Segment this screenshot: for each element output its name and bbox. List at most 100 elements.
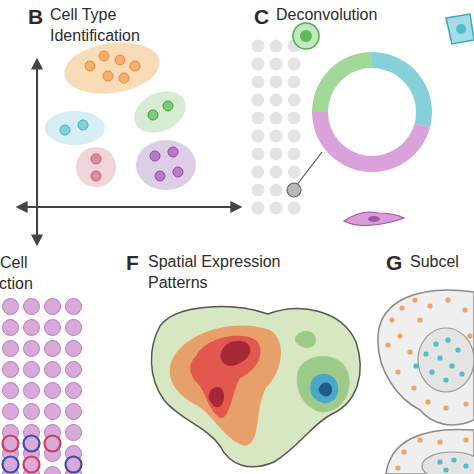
donut-segment [312,52,372,112]
panel-title: Deconvolution [276,4,426,25]
selected-spot [287,183,301,197]
expression-contour [295,331,316,348]
expression-contour [170,325,281,446]
transcript-dot [443,467,448,472]
panel-title: Spatial Expression Patterns [148,251,308,293]
cell-nucleus [456,24,466,34]
transcript-dot [445,337,450,342]
transcript-dot [443,377,448,382]
cell-point [130,61,140,71]
transcript-dot [459,371,464,376]
transcript-dots [413,337,468,472]
transcript-dot [425,399,430,404]
transcript-dot [399,305,404,310]
cell-points [85,51,140,83]
expression-contour [297,356,350,412]
transcript-dot [427,303,432,308]
highlighted-spot [24,457,40,473]
transcript-dot [462,307,467,312]
highlighted-spot [3,436,19,452]
expression-contour [310,374,338,403]
tissue-map [151,307,360,467]
cell-point [91,171,101,181]
cell-point [78,120,88,130]
transcript-dots [385,297,472,470]
spot-grid [0,296,84,474]
expression-contour [190,336,260,418]
cluster-ellipse [76,147,116,187]
highlighted-spot [45,436,61,452]
cell-point [150,151,160,161]
y-axis [36,60,38,244]
transcript-dot [413,363,418,368]
cell-icon [344,212,404,226]
cell-icon [446,14,474,44]
expression-core [209,387,224,407]
cell-points [60,120,88,135]
transcript-dot [412,297,417,302]
tissue-outline [151,307,360,467]
cell-point [119,73,129,83]
panel-letter: C [254,5,278,29]
transcript-dot [395,465,400,470]
cell-point [163,101,173,111]
deconvolution-art [249,14,474,226]
cluster-ellipse [61,37,163,100]
expression-core [220,341,250,366]
x-axis [18,206,240,208]
transcript-dot [451,457,456,462]
nucleus-outline [418,328,474,392]
cell-point [148,110,158,120]
highlighted-spot [3,457,19,473]
transcript-dot [455,347,460,352]
cell-point [173,167,183,177]
cell-point [155,171,165,181]
cell-point [60,125,70,135]
panel-title: ction [0,273,59,294]
transcript-dot [463,463,468,468]
prediction-art [0,296,84,474]
cluster-plot [18,37,240,244]
panel-title: Subcel [410,251,474,272]
transcript-dot [437,439,442,444]
transcript-dot [463,437,468,442]
donut-segment [312,112,430,172]
cell-nucleus [300,30,312,42]
subcellular-art [378,290,474,474]
transcript-dot [437,459,442,464]
highlighted-spot [66,457,82,473]
transcript-dot [411,385,416,390]
cell-points [91,154,101,181]
cell-point [85,61,95,71]
transcript-dot [395,369,400,374]
panel-letter: F [126,251,150,275]
transcript-dot [417,317,422,322]
transcript-dot [467,333,472,338]
cell-outline [378,290,474,425]
cluster-ellipse [45,111,105,145]
expression-core [319,383,332,397]
transcript-dot [401,449,406,454]
transcript-dot [463,401,468,406]
panel-letter: G [386,251,410,275]
donut-segment [372,52,432,128]
cell-point [115,55,125,65]
transcript-dot [423,351,428,356]
cell-point [99,51,109,61]
cell-points [150,147,183,181]
cell-point [168,147,178,157]
transcript-dot [437,355,442,360]
leader-line [296,152,322,186]
cell-nucleus [368,216,380,222]
transcript-dot [449,363,454,368]
panel-title: Cell Type Identification [50,4,162,46]
cluster-ellipse [136,140,196,190]
transcript-dot [443,405,448,410]
panel-letter: B [28,5,52,29]
cell-point [103,71,113,81]
panel-title: Cell [0,252,60,273]
transcript-dot [429,369,434,374]
